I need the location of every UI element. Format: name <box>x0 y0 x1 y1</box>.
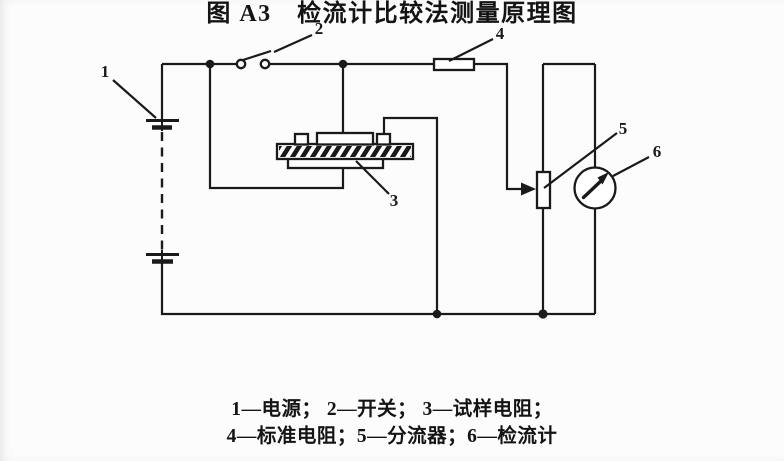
sample-hatching <box>279 146 411 157</box>
switch-lever <box>242 49 272 62</box>
junction-dot <box>338 59 348 69</box>
label-sample-resistor: 3 <box>390 191 399 210</box>
junction-dots <box>205 59 548 319</box>
sample-resistor-symbol <box>275 131 415 170</box>
leader-line-2 <box>273 33 313 54</box>
shunt-symbol <box>521 170 552 210</box>
leader-lines <box>112 33 650 195</box>
leader-line-6 <box>612 156 650 177</box>
figure-legend-line-1: 1—电源； 2—开关； 3—试样电阻； <box>231 399 553 420</box>
label-switch: 2 <box>315 19 324 38</box>
wire-bottom <box>160 261 595 316</box>
junction-dot <box>538 309 548 319</box>
sample-left-clamp <box>293 132 310 146</box>
circuit-wires <box>160 62 597 316</box>
sample-top-electrode <box>315 131 375 146</box>
sample-right-clamp <box>375 132 392 146</box>
wire-sample-right-branch <box>382 116 439 314</box>
galvanometer-needle <box>581 178 604 200</box>
leader-line-4 <box>448 38 494 62</box>
figure-legend-line-2: 4—标准电阻；5—分流器；6—检流计 <box>226 426 558 447</box>
switch-symbol <box>235 49 272 70</box>
label-galvanometer: 6 <box>653 142 662 161</box>
standard-resistor-box <box>432 57 476 72</box>
label-power-source: 1 <box>101 62 110 81</box>
label-shunt: 5 <box>619 119 628 138</box>
figure-caption: 图 A3 检流计比较法测量原理图 <box>206 1 578 27</box>
leader-line-1 <box>112 79 157 119</box>
battery-symbol <box>146 119 179 264</box>
number-labels: 1 2 3 4 5 6 <box>101 19 662 210</box>
shunt-box <box>535 170 552 210</box>
wire-sample-bottom-loop <box>208 64 345 190</box>
switch-contact-left <box>235 58 247 70</box>
leader-line-5 <box>543 132 618 189</box>
junction-dot <box>432 309 442 319</box>
junction-dot <box>205 59 215 69</box>
galvanometer-needle-tip <box>597 172 609 185</box>
galvanometer-symbol <box>573 166 617 210</box>
switch-contact-right <box>259 58 271 70</box>
wire-resistor-to-shunt <box>473 62 523 191</box>
tap-arrow-icon <box>521 182 536 196</box>
standard-resistor-symbol <box>432 57 476 72</box>
leader-line-3 <box>355 160 390 195</box>
label-standard-resistor: 4 <box>496 24 505 43</box>
